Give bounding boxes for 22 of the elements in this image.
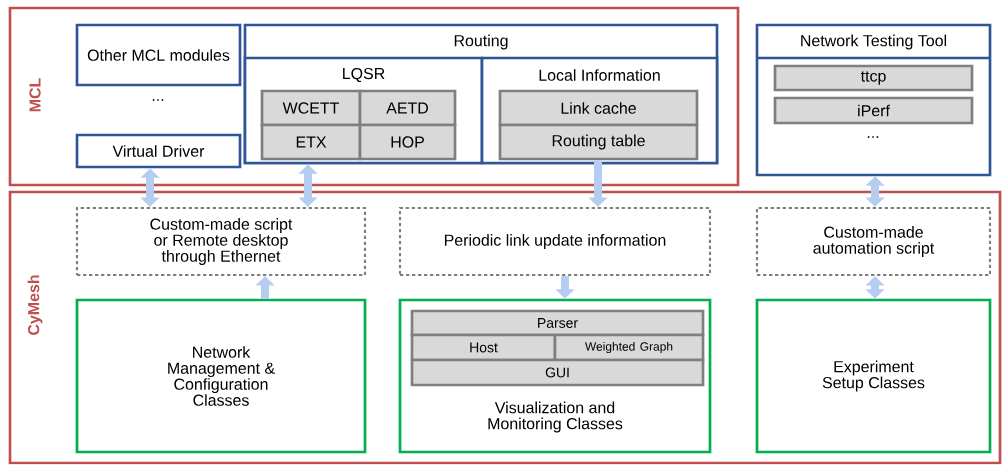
class-box: Network Management & Configuration Classes — [75, 298, 367, 454]
component-cell: WCETT — [260, 89, 362, 127]
interface-box: Periodic link update information — [398, 206, 712, 277]
block-arrow — [865, 176, 885, 207]
component-cell: Host — [410, 333, 557, 362]
module-box: Other MCL modules — [75, 23, 242, 87]
component-cell: Weighted Graph — [553, 333, 705, 362]
component-cell: Routing table — [498, 123, 699, 161]
module-box: Virtual Driver — [75, 133, 242, 169]
component-cell: iPerf — [773, 96, 974, 125]
component-cell: HOP — [358, 123, 457, 161]
component-cell: Link cache — [498, 89, 699, 127]
block-arrow — [298, 164, 318, 207]
block-arrow — [865, 276, 885, 299]
interface-box: Custom-made automation script — [755, 206, 992, 277]
component-cell: Parser — [410, 309, 705, 337]
class-box: Experiment Setup Classes — [755, 298, 992, 454]
component-cell: ETX — [260, 123, 362, 161]
block-arrow — [140, 168, 160, 207]
interface-box: Custom-made script or Remote desktop through Ethernet — [75, 206, 367, 277]
component-cell: AETD — [358, 89, 457, 127]
component-cell: ttcp — [773, 64, 974, 92]
